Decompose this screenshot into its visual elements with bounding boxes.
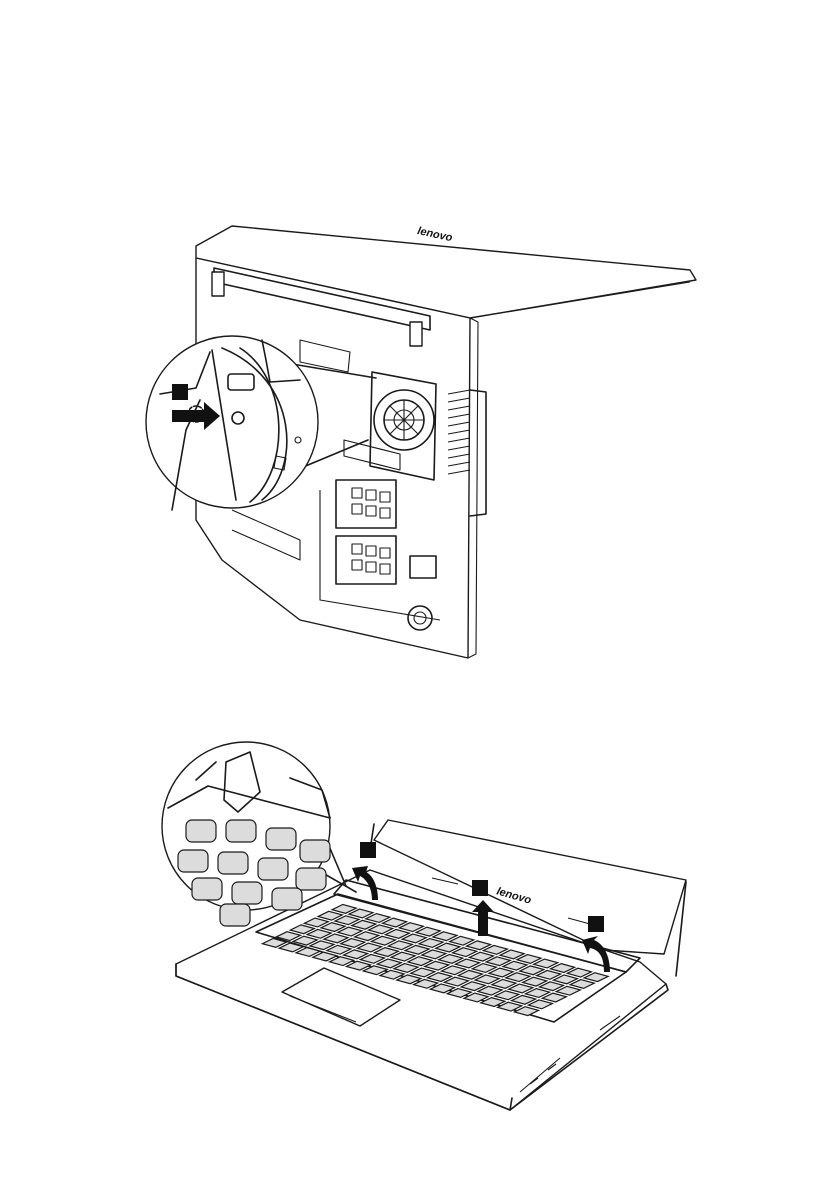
- step-marker-1: [360, 842, 376, 858]
- figure-bottom-cover-screw: lenovo: [0, 0, 840, 700]
- hinge-right: [410, 322, 422, 346]
- step-marker-1: [172, 384, 188, 400]
- step-marker-2: [472, 880, 488, 896]
- magnified-key: [226, 820, 256, 842]
- figure-keyboard-removal: lenovo: [0, 700, 840, 1190]
- magnified-key: [296, 868, 326, 890]
- magnified-key: [272, 888, 302, 910]
- magnified-key: [258, 858, 288, 880]
- magnifier-circle: [146, 336, 318, 508]
- magnified-key: [186, 820, 216, 842]
- step-marker-3: [588, 916, 604, 932]
- hinge-left: [212, 272, 224, 296]
- magnified-key: [192, 878, 222, 900]
- magnified-key: [220, 904, 250, 926]
- laptop-bottom-illustration: lenovo: [0, 0, 840, 700]
- magnified-key: [266, 828, 296, 850]
- lenovo-logo-lid: lenovo: [416, 225, 453, 244]
- magnified-key: [178, 850, 208, 872]
- magnified-key: [232, 882, 262, 904]
- magnified-key: [300, 840, 330, 862]
- magnified-key: [218, 852, 248, 874]
- laptop-keyboard-illustration: lenovo: [0, 700, 840, 1190]
